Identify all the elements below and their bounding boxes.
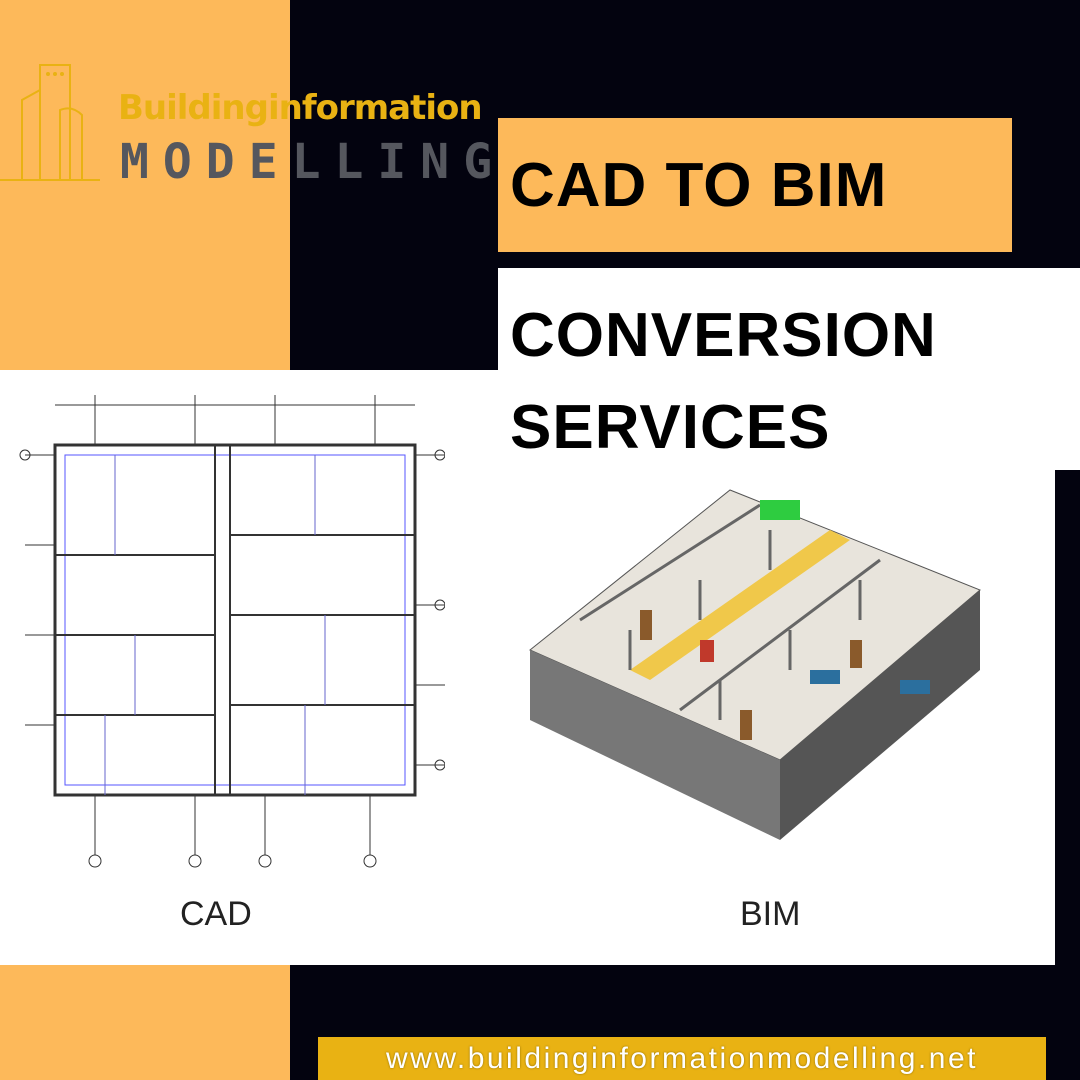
website-url-link[interactable]: www.buildinginformationmodelling.net (318, 1037, 1046, 1080)
logo-text-bottom: MODELLING (120, 134, 507, 190)
orange-background-top (0, 0, 290, 370)
bim-isometric-model-image (529, 489, 981, 840)
cad-floor-plan-image (19, 395, 445, 868)
title-line-2: CONVERSION (510, 301, 937, 370)
orange-background-bottom (0, 965, 290, 1080)
logo-text-top: Buildinginformation (118, 88, 483, 128)
title-line-1: CAD TO BIM (510, 150, 888, 220)
title-box-primary: CAD TO BIM (498, 118, 1012, 252)
title-box-secondary: CONVERSION SERVICES (498, 268, 1080, 470)
cad-caption: CAD (180, 895, 252, 933)
bim-caption: BIM (740, 895, 801, 933)
title-line-3: SERVICES (510, 393, 831, 462)
building-logo-icon (0, 64, 100, 181)
